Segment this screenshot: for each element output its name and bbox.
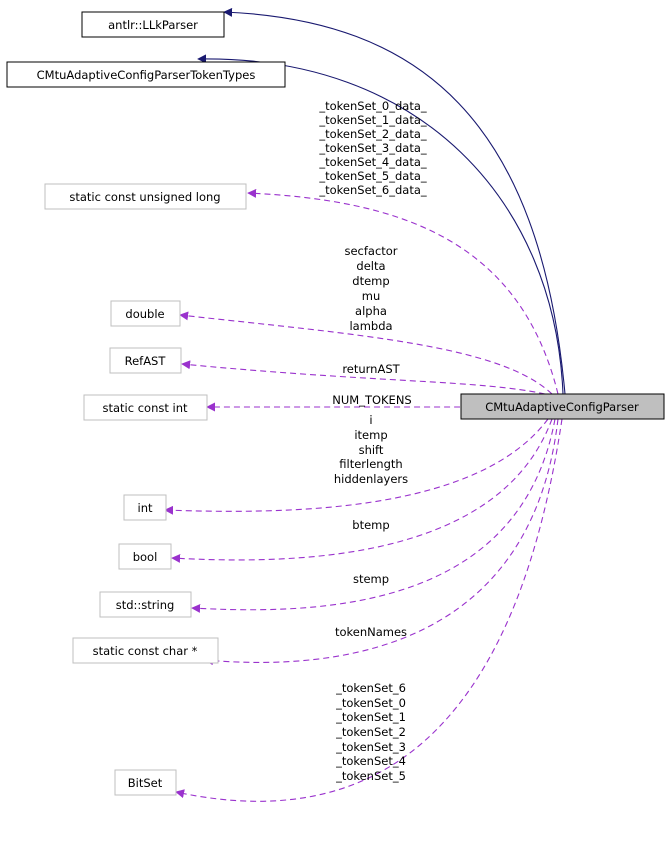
svg-text:alpha: alpha: [355, 304, 387, 318]
edge-label-bitset-members: _tokenSet_6 _tokenSet_0 _tokenSet_1 _tok…: [335, 681, 406, 783]
node-label: BitSet: [128, 776, 163, 790]
svg-text:lambda: lambda: [349, 319, 392, 333]
svg-text:delta: delta: [356, 259, 385, 273]
svg-text:_tokenSet_1_data_: _tokenSet_1_data_: [318, 113, 427, 127]
svg-text:dtemp: dtemp: [352, 274, 389, 288]
usage-edge-refast: [181, 360, 546, 395]
svg-text:NUM_TOKENS: NUM_TOKENS: [332, 393, 411, 407]
svg-text:_tokenSet_1: _tokenSet_1: [335, 710, 406, 724]
node-label: bool: [133, 550, 158, 564]
node-token-types[interactable]: CMtuAdaptiveConfigParserTokenTypes: [6, 61, 286, 88]
svg-text:mu: mu: [362, 289, 381, 303]
svg-text:_tokenSet_0_data_: _tokenSet_0_data_: [318, 99, 427, 113]
inheritance-edge-tokentypes: [197, 54, 564, 395]
svg-text:_tokenSet_4_data_: _tokenSet_4_data_: [318, 155, 427, 169]
edge-label-const-char-members: tokenNames: [335, 625, 407, 639]
node-main-class[interactable]: CMtuAdaptiveConfigParser: [460, 393, 665, 420]
svg-text:i: i: [369, 413, 372, 427]
node-refast[interactable]: RefAST: [109, 347, 182, 374]
usage-edge-const-char: [204, 418, 559, 666]
node-label: RefAST: [125, 354, 167, 368]
svg-text:_tokenSet_3: _tokenSet_3: [335, 740, 406, 754]
edge-label-int-members: i itemp shift filterlength hiddenlayers: [334, 413, 408, 486]
edge-label-tokenset-data: _tokenSet_0_data_ _tokenSet_1_data_ _tok…: [318, 99, 427, 197]
svg-text:secfactor: secfactor: [344, 244, 397, 258]
node-label: antlr::LLkParser: [108, 18, 198, 32]
svg-text:_tokenSet_2_data_: _tokenSet_2_data_: [318, 127, 427, 141]
svg-text:tokenNames: tokenNames: [335, 625, 407, 639]
svg-text:shift: shift: [359, 443, 384, 457]
svg-text:_tokenSet_6: _tokenSet_6: [335, 681, 406, 695]
svg-text:_tokenSet_3_data_: _tokenSet_3_data_: [318, 141, 427, 155]
edge-label-static-int-members: NUM_TOKENS: [332, 393, 411, 407]
edge-label-double-members: secfactor delta dtemp mu alpha lambda: [344, 244, 397, 333]
inheritance-edge-llkparser: [223, 7, 566, 395]
svg-text:_tokenSet_4: _tokenSet_4: [335, 754, 406, 768]
svg-text:_tokenSet_2: _tokenSet_2: [335, 725, 406, 739]
edge-label-bool-members: btemp: [352, 518, 389, 532]
node-label: static const char *: [93, 644, 198, 658]
svg-text:_tokenSet_5_data_: _tokenSet_5_data_: [318, 169, 427, 183]
usage-edge-unsigned-long: [247, 188, 559, 395]
node-label: static const unsigned long: [69, 190, 220, 204]
svg-text:_tokenSet_6_data_: _tokenSet_6_data_: [318, 183, 427, 197]
svg-text:filterlength: filterlength: [339, 457, 402, 471]
usage-edge-bitset: [175, 418, 563, 802]
node-label: CMtuAdaptiveConfigParserTokenTypes: [37, 68, 256, 82]
svg-text:btemp: btemp: [352, 518, 389, 532]
svg-text:_tokenSet_5: _tokenSet_5: [335, 769, 406, 783]
svg-text:hiddenlayers: hiddenlayers: [334, 472, 408, 486]
node-antlr-llkparser[interactable]: antlr::LLkParser: [81, 11, 225, 38]
edge-label-string-members: stemp: [353, 572, 389, 586]
node-int[interactable]: int: [123, 494, 167, 521]
svg-text:returnAST: returnAST: [342, 362, 400, 376]
node-label: int: [138, 501, 153, 515]
node-double[interactable]: double: [110, 300, 181, 327]
node-std-string[interactable]: std::string: [99, 591, 192, 618]
node-static-const-char[interactable]: static const char *: [72, 637, 219, 664]
node-label: double: [125, 307, 164, 321]
node-label: static const int: [102, 401, 188, 415]
node-static-const-int[interactable]: static const int: [83, 394, 208, 421]
svg-text:stemp: stemp: [353, 572, 389, 586]
usage-edge-string: [191, 418, 556, 613]
node-label: CMtuAdaptiveConfigParser: [485, 400, 639, 414]
usage-edge-bool: [171, 418, 553, 563]
node-static-const-unsigned-long[interactable]: static const unsigned long: [44, 183, 247, 210]
node-label: std::string: [116, 598, 175, 612]
edge-label-refast-members: returnAST: [342, 362, 400, 376]
svg-text:itemp: itemp: [354, 428, 387, 442]
node-bitset[interactable]: BitSet: [114, 769, 177, 796]
svg-text:_tokenSet_0: _tokenSet_0: [335, 696, 406, 710]
usage-edge-double: [179, 311, 553, 395]
node-bool[interactable]: bool: [118, 543, 172, 570]
